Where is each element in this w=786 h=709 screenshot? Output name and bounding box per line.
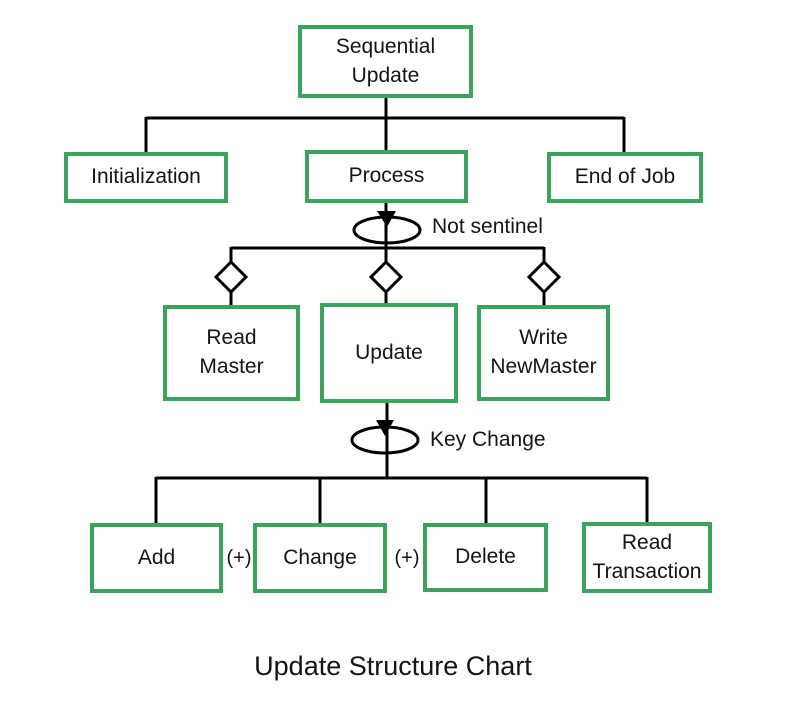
node-read-transaction: Read Transaction (582, 522, 712, 593)
selection-marker-change-delete: (+) (394, 547, 420, 569)
update-loop-label: Key Change (430, 428, 546, 451)
node-add: Add (90, 523, 223, 593)
diamond-write-newmaster-icon (526, 259, 562, 295)
process-loop-label: Not sentinel (432, 215, 543, 238)
process-loop-arrow-icon (377, 211, 396, 227)
node-write-newmaster: Write NewMaster (477, 305, 610, 401)
diagram-title: Update Structure Chart (254, 651, 532, 681)
node-update: Update (320, 303, 458, 403)
node-initialization: Initialization (64, 152, 228, 203)
diamond-read-master-icon (213, 259, 249, 295)
node-end-of-job: End of Job (547, 152, 703, 203)
node-change: Change (253, 523, 387, 593)
node-delete: Delete (423, 523, 548, 592)
update-loop-arrow-icon (376, 420, 394, 436)
node-read-master: Read Master (163, 305, 300, 401)
diamond-update-icon (368, 259, 404, 295)
node-process: Process (305, 150, 468, 203)
node-sequential-update: Sequential Update (298, 25, 473, 98)
selection-marker-add-change: (+) (226, 547, 252, 569)
